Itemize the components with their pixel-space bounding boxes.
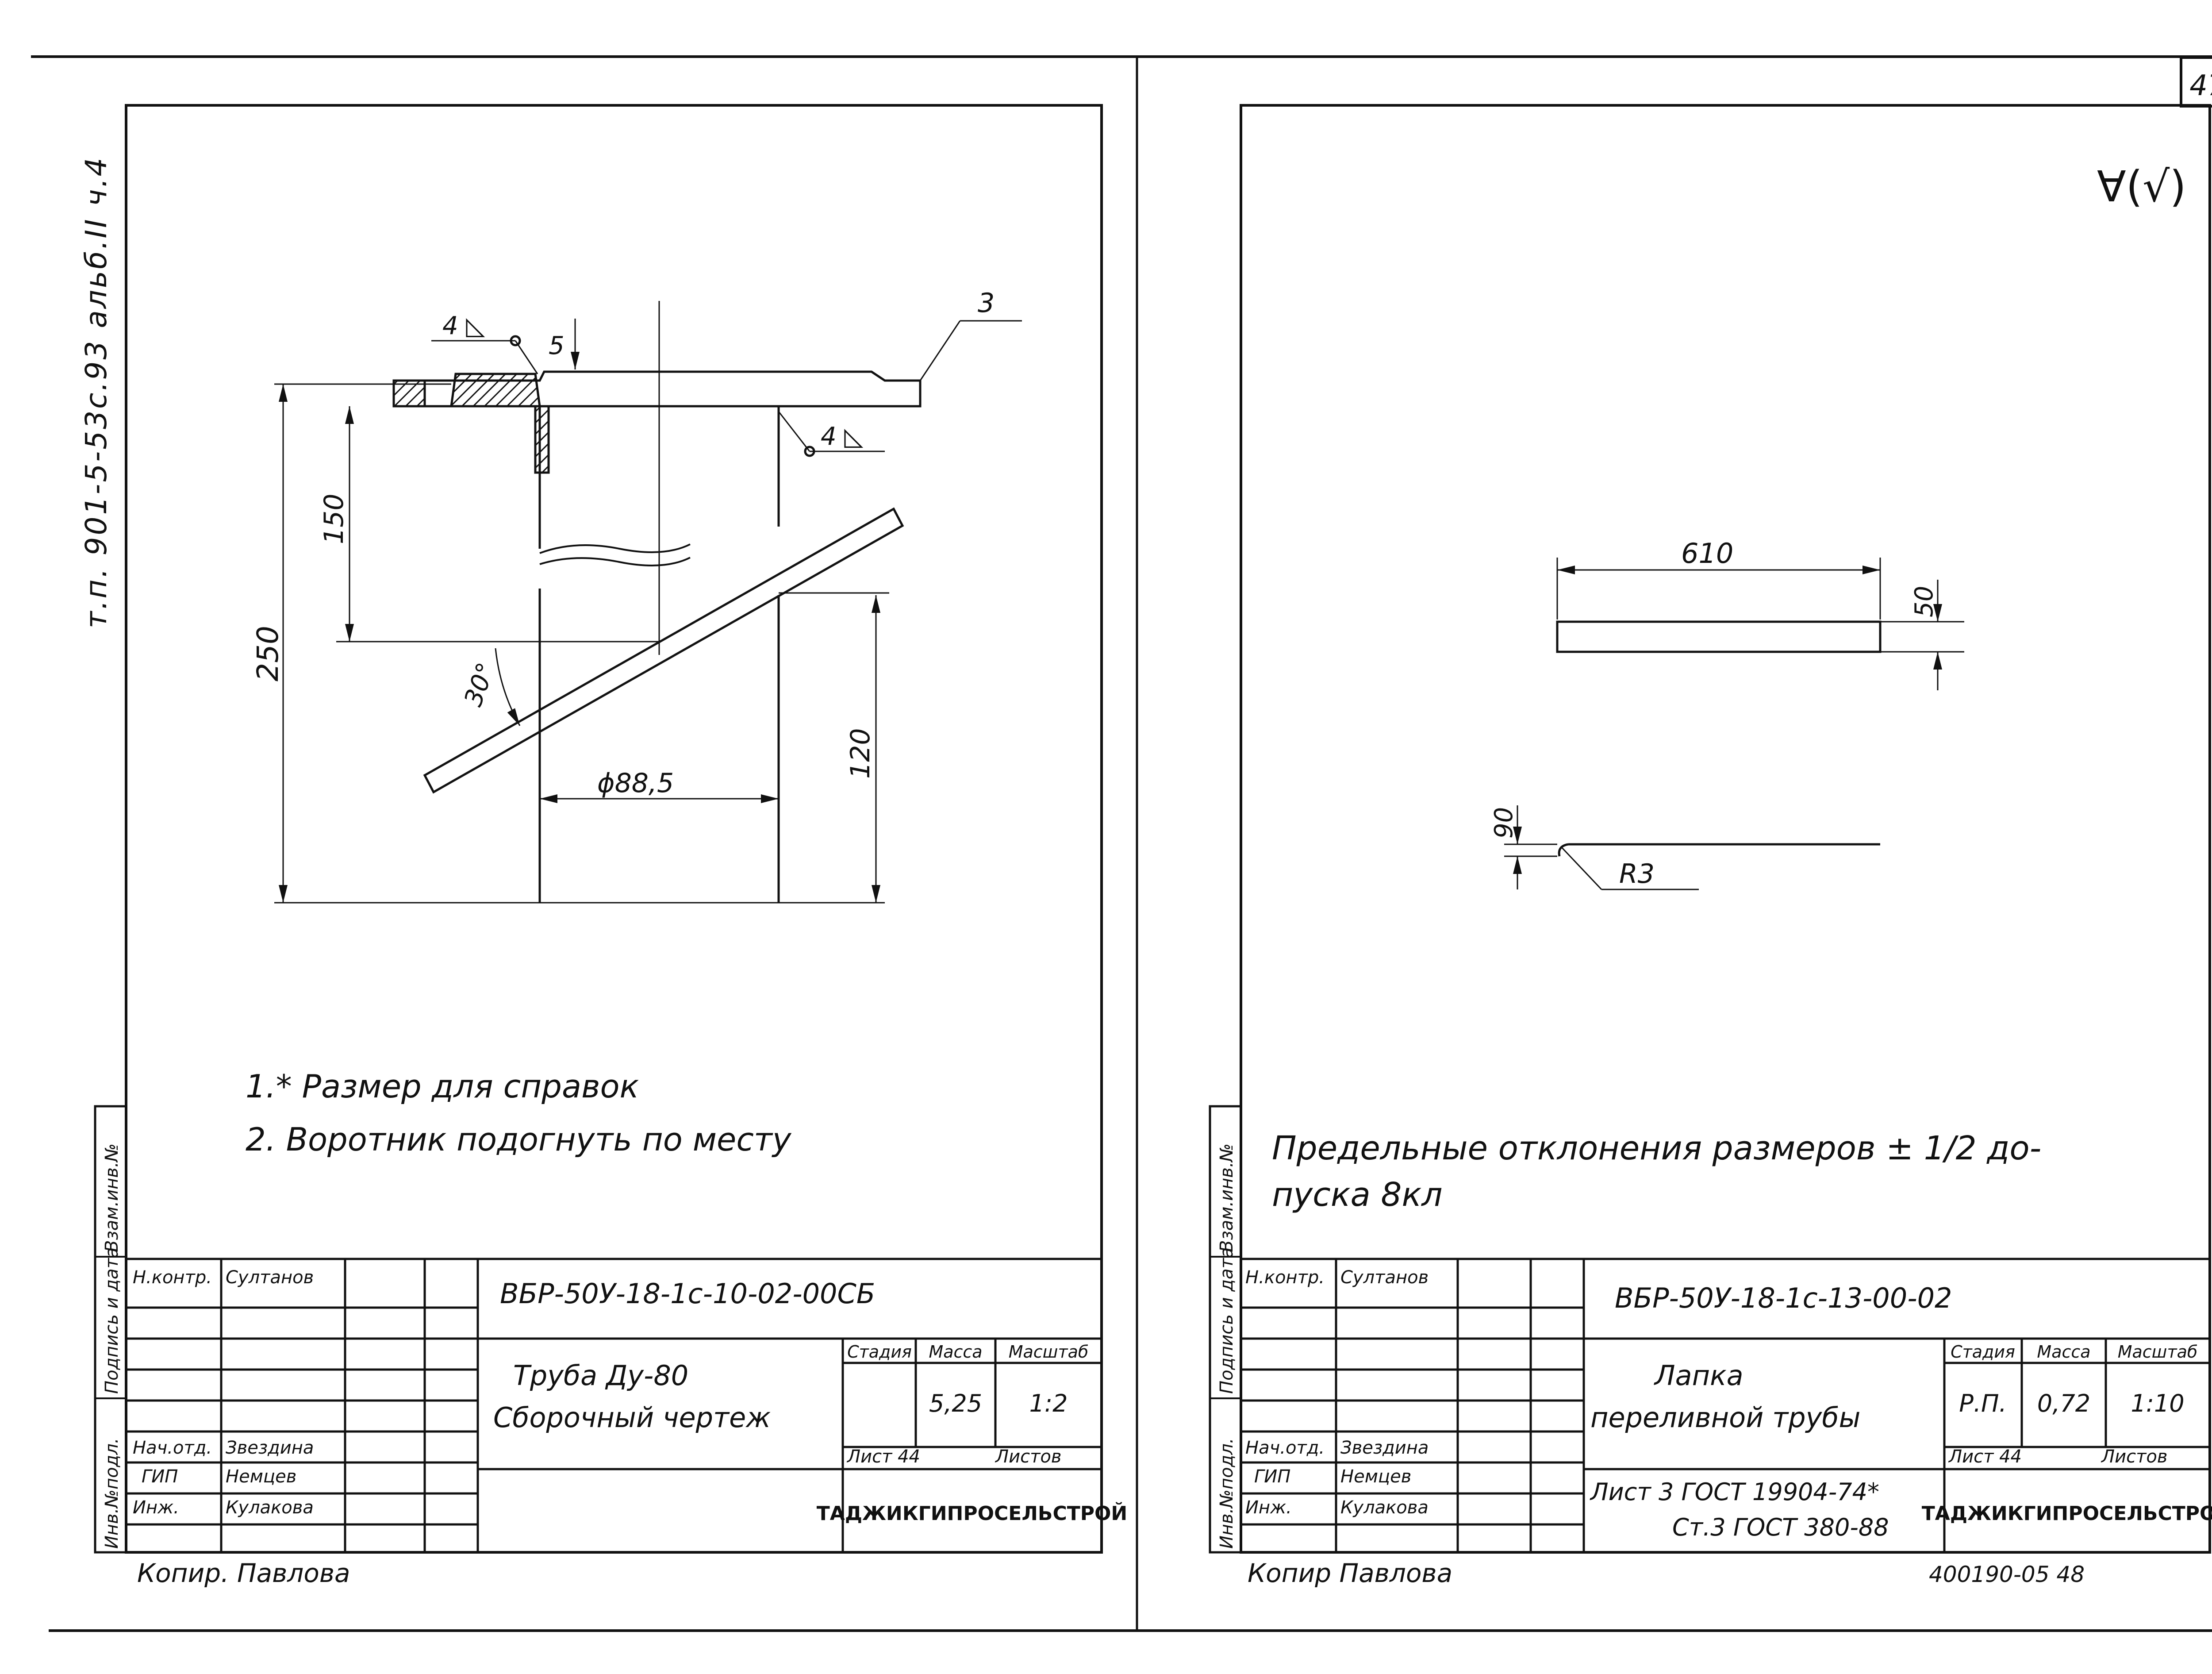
right-material-2: Ст.3 ГОСТ 380-88 bbox=[1672, 1513, 1889, 1541]
left-side-label-1: Подпись и дата bbox=[102, 1247, 122, 1394]
roughness-mark: ∀(√) bbox=[2097, 162, 2186, 212]
right-role-4: ГИП bbox=[1254, 1466, 1290, 1487]
left-name-3: Звездина bbox=[226, 1438, 314, 1458]
left-copy-label: Копир. Павлова bbox=[137, 1558, 350, 1588]
right-note-line-2: пуска 8кл bbox=[1272, 1176, 1443, 1214]
dim-150: 150 bbox=[319, 493, 349, 544]
page-number: 47 bbox=[2189, 69, 2212, 102]
dim-90: 90 bbox=[1490, 807, 1518, 839]
right-name-0: Султанов bbox=[1340, 1267, 1429, 1288]
left-side-label-0: Взам.инв.№ bbox=[102, 1143, 122, 1252]
left-mass: 5,25 bbox=[929, 1389, 982, 1417]
right-stage-header: Стадия bbox=[1951, 1342, 2015, 1362]
weld-mark-2: 4 ◺ bbox=[821, 422, 864, 451]
left-name-5: Кулакова bbox=[226, 1497, 314, 1518]
right-title-text: ВБР-50У-18-1с-13-00-02 Лапка переливной … bbox=[1245, 1267, 2212, 1541]
right-sheet-label: Лист 44 bbox=[1948, 1447, 2022, 1467]
right-scale-header: Масштаб bbox=[2118, 1342, 2198, 1362]
left-part-name-1: Труба Ду-80 bbox=[513, 1359, 688, 1392]
left-scale: 1:2 bbox=[1029, 1389, 1068, 1417]
dim-5: 5 bbox=[549, 331, 565, 360]
right-side-label-2: Инв.№подл. bbox=[1217, 1438, 1237, 1549]
right-stage: Р.П. bbox=[1959, 1389, 2007, 1417]
side-stamp: т.п. 901-5-53с.93 альб.II ч.4 bbox=[79, 156, 113, 628]
right-name-5: Кулакова bbox=[1340, 1497, 1429, 1518]
right-name-4: Немцев bbox=[1340, 1466, 1411, 1487]
page-number-box: 47 bbox=[2180, 56, 2212, 108]
left-title-text: ВБР-50У-18-1с-10-02-00СБ Труба Ду-80 Сбо… bbox=[133, 1267, 1127, 1525]
left-name-4: Немцев bbox=[226, 1466, 296, 1487]
right-scale: 1:10 bbox=[2131, 1389, 2184, 1417]
left-org: ТАДЖИКГИПРОСЕЛЬСТРОЙ bbox=[817, 1501, 1127, 1525]
right-part-name-2: переливной трубы bbox=[1590, 1401, 1860, 1434]
weld-mark-1: 4 ◺ bbox=[442, 312, 485, 340]
right-title-block bbox=[1240, 1258, 2211, 1554]
right-note-line-1: Предельные отклонения размеров ± 1/2 до- bbox=[1272, 1129, 2041, 1167]
left-note-1: 1.* Размер для справок bbox=[246, 1068, 639, 1105]
right-role-5: Инж. bbox=[1245, 1497, 1292, 1518]
right-plate-drawing bbox=[1504, 558, 1964, 890]
left-stage-header: Стадия bbox=[847, 1342, 912, 1362]
left-role-5: Инж. bbox=[133, 1497, 179, 1518]
dim-610: 610 bbox=[1681, 537, 1733, 570]
left-pipe-drawing bbox=[274, 301, 1022, 904]
dim-30deg: 30° bbox=[459, 659, 501, 710]
sheet-border bbox=[31, 55, 2212, 1632]
left-side-label-2: Инв.№подл. bbox=[102, 1438, 122, 1549]
left-name-0: Султанов bbox=[226, 1267, 314, 1288]
left-mass-header: Масса bbox=[929, 1342, 982, 1362]
left-drawing-frame bbox=[125, 104, 1103, 1554]
right-side-label-0: Взам.инв.№ bbox=[1217, 1143, 1237, 1252]
dim-50: 50 bbox=[1910, 586, 1939, 617]
left-doc-code: ВБР-50У-18-1с-10-02-00СБ bbox=[500, 1278, 875, 1310]
right-drawing-frame bbox=[1240, 104, 2211, 1554]
left-role-3: Нач.отд. bbox=[133, 1438, 212, 1458]
right-mass-header: Масса bbox=[2037, 1342, 2090, 1362]
dim-120: 120 bbox=[845, 728, 876, 779]
right-material-1: Лист 3 ГОСТ 19904-74* bbox=[1590, 1478, 1879, 1506]
leader-3: 3 bbox=[978, 288, 995, 319]
right-role-3: Нач.отд. bbox=[1245, 1438, 1325, 1458]
left-note-2: 2. Воротник подогнуть по месту bbox=[246, 1121, 792, 1158]
dim-r3: R3 bbox=[1619, 858, 1655, 889]
left-part-name-2: Сборочный чертеж bbox=[493, 1401, 771, 1434]
right-sheets-label: Листов bbox=[2101, 1447, 2167, 1467]
right-side-labels: Взам.инв.№ Подпись и дата Инв.№подл. bbox=[1209, 1105, 1242, 1554]
left-role-4: ГИП bbox=[142, 1466, 178, 1487]
order-number: 400190-05 48 bbox=[1929, 1562, 2085, 1587]
right-dimension-labels: 610 50 90 R3 bbox=[1490, 537, 1939, 889]
left-sheets-label: Листов bbox=[995, 1447, 1061, 1467]
right-copy-label: Копир Павлова bbox=[1248, 1558, 1452, 1588]
right-mass: 0,72 bbox=[2037, 1389, 2090, 1417]
left-sheet-label: Лист 44 bbox=[846, 1447, 920, 1467]
left-dimension-labels: 4 ◺ 5 3 4 ◺ 150 250 120 30° ϕ88,5 bbox=[251, 288, 995, 799]
left-role-0: Н.контр. bbox=[133, 1267, 212, 1288]
right-name-3: Звездина bbox=[1340, 1438, 1429, 1458]
dim-diameter: ϕ88,5 bbox=[597, 768, 674, 799]
left-side-labels: Взам.инв.№ Подпись и дата Инв.№подл. bbox=[94, 1105, 127, 1554]
right-side-label-1: Подпись и дата bbox=[1217, 1247, 1237, 1394]
right-role-0: Н.контр. bbox=[1245, 1267, 1325, 1288]
left-scale-header: Масштаб bbox=[1009, 1342, 1089, 1362]
right-doc-code: ВБР-50У-18-1с-13-00-02 bbox=[1615, 1282, 1952, 1314]
right-org: ТАДЖИКГИПРОСЕЛЬСТРОЙ bbox=[1922, 1501, 2212, 1525]
right-part-name-1: Лапка bbox=[1654, 1359, 1743, 1392]
dim-250: 250 bbox=[251, 626, 285, 681]
